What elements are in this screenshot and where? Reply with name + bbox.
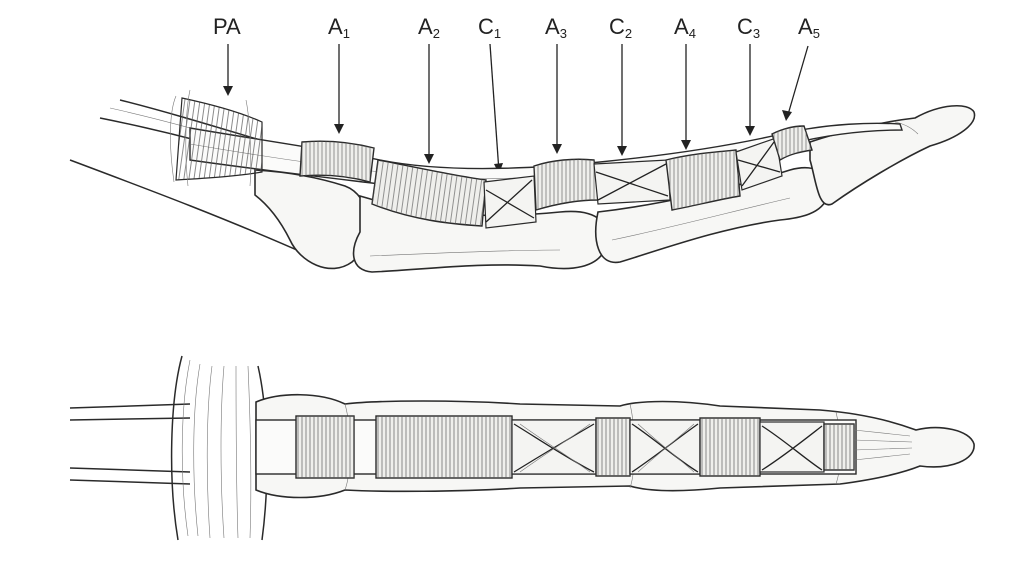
label-c2-text: C <box>609 14 625 39</box>
pulley-c1 <box>483 175 537 229</box>
palmar-aponeurosis-bottom <box>170 355 268 541</box>
label-a5: A5 <box>782 14 820 121</box>
pulley-c2 <box>593 159 671 205</box>
label-a4-sub: 4 <box>689 26 696 41</box>
label-c3-sub: 3 <box>753 26 760 41</box>
palmar-aponeurosis <box>175 97 263 181</box>
label-a4-text: A <box>674 14 689 39</box>
label-a4: A4 <box>674 14 696 150</box>
palm-outline <box>69 159 316 259</box>
label-a1-text: A <box>328 14 343 39</box>
palmar-pulley-a4 <box>699 417 761 477</box>
label-pa: PA <box>213 14 241 96</box>
distal-phalanx <box>809 104 976 206</box>
label-c1-sub: 1 <box>494 26 501 41</box>
lateral-view <box>69 89 976 273</box>
svg-text:A4: A4 <box>674 14 696 41</box>
label-a2: A2 <box>418 14 440 164</box>
palmar-view <box>69 355 975 541</box>
svg-text:A5: A5 <box>798 14 820 41</box>
pulley-c3 <box>735 137 783 191</box>
label-a3-text: A <box>545 14 560 39</box>
palmar-pulley-c2 <box>629 419 701 475</box>
palmar-pulley-a3 <box>595 417 631 477</box>
palmar-pulley-a5 <box>823 423 855 471</box>
svg-text:C1: C1 <box>478 14 501 41</box>
label-a1-sub: 1 <box>343 26 350 41</box>
label-a5-sub: 5 <box>813 26 820 41</box>
metacarpal-head <box>254 169 370 270</box>
label-c1: C1 <box>478 14 503 174</box>
label-c3: C3 <box>737 14 760 136</box>
label-a5-text: A <box>798 14 813 39</box>
svg-text:C3: C3 <box>737 14 760 41</box>
svg-text:A2: A2 <box>418 14 440 41</box>
label-c2-sub: 2 <box>625 26 632 41</box>
palmar-pulley-c1 <box>511 419 597 475</box>
label-c3-text: C <box>737 14 753 39</box>
svg-text:A3: A3 <box>545 14 567 41</box>
svg-text:C2: C2 <box>609 14 632 41</box>
label-c2: C2 <box>609 14 632 156</box>
label-a2-text: A <box>418 14 433 39</box>
label-a3: A3 <box>545 14 567 154</box>
label-pa-text: PA <box>213 14 241 39</box>
label-row: PA A1 A2 C1 A3 C2 A4 <box>213 14 820 174</box>
svg-text:A1: A1 <box>328 14 350 41</box>
palmar-pulley-a2 <box>375 415 513 479</box>
label-c1-text: C <box>478 14 494 39</box>
label-a3-sub: 3 <box>560 26 567 41</box>
palmar-pulley-a1 <box>295 415 355 479</box>
label-a2-sub: 2 <box>433 26 440 41</box>
palmar-pulley-c3 <box>759 421 825 473</box>
svg-text:PA: PA <box>213 14 241 39</box>
label-a1: A1 <box>328 14 350 134</box>
